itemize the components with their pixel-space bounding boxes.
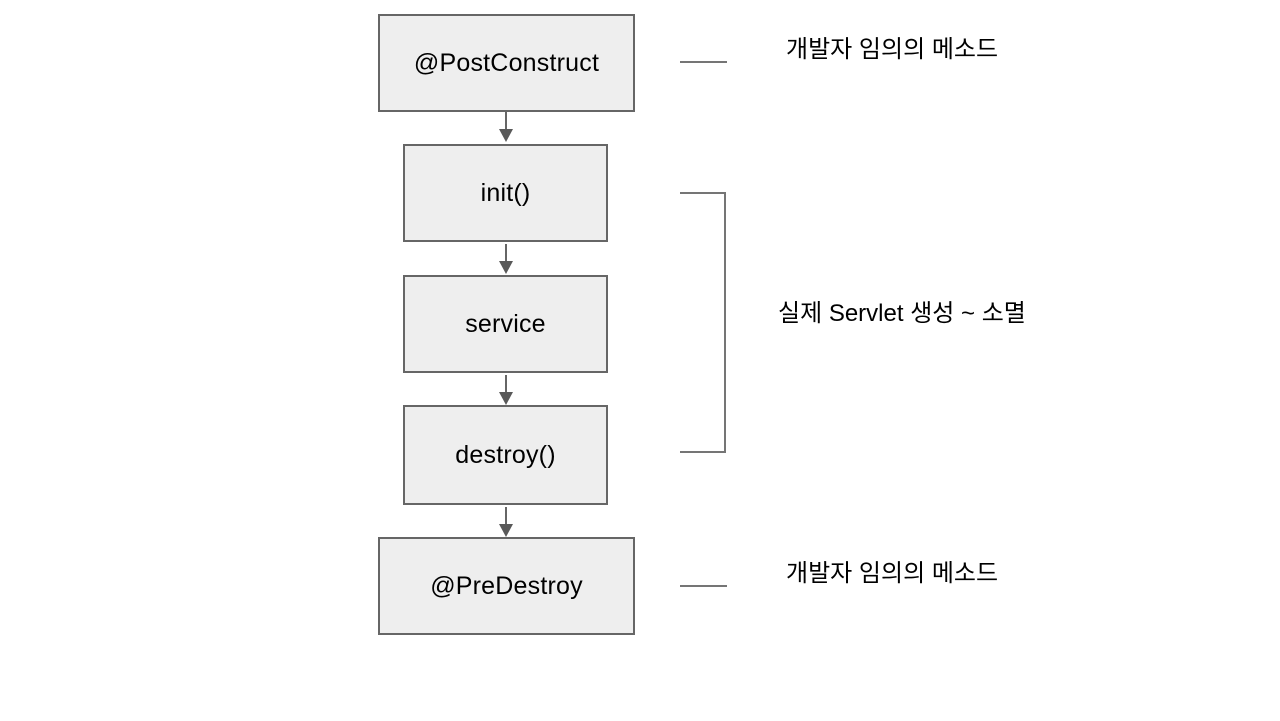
node-postconstruct-label: @PostConstruct (413, 48, 600, 77)
arrow-line (505, 112, 507, 129)
arrow-down-icon (499, 129, 513, 142)
node-service: service (403, 275, 608, 373)
annotation-developer-method-bottom: 개발자 임의의 메소드 (786, 560, 999, 587)
arrow-line (505, 244, 507, 261)
node-predestroy: @PreDestroy (378, 537, 635, 635)
node-init-label: init() (480, 178, 531, 207)
annotation-developer-method-top: 개발자 임의의 메소드 (786, 36, 999, 63)
arrow-down-icon (499, 524, 513, 537)
arrow-down-icon (499, 392, 513, 405)
connector-line-predestroy (680, 585, 727, 587)
arrow-line (505, 507, 507, 524)
node-service-label: service (465, 309, 546, 338)
arrow-init-to-service (499, 244, 513, 274)
arrow-service-to-destroy (499, 375, 513, 405)
arrow-destroy-to-predestroy (499, 507, 513, 537)
arrow-postconstruct-to-init (499, 112, 513, 142)
arrow-down-icon (499, 261, 513, 274)
arrow-line (505, 375, 507, 392)
connector-line-postconstruct (680, 61, 727, 63)
annotation-servlet-lifecycle: 실제 Servlet 생성 ~ 소멸 (778, 300, 1026, 327)
node-predestroy-label: @PreDestroy (430, 571, 583, 600)
node-destroy: destroy() (403, 405, 608, 505)
node-postconstruct: @PostConstruct (378, 14, 635, 112)
node-init: init() (403, 144, 608, 242)
bracket-init-to-destroy (680, 192, 726, 453)
node-destroy-label: destroy() (455, 440, 556, 469)
